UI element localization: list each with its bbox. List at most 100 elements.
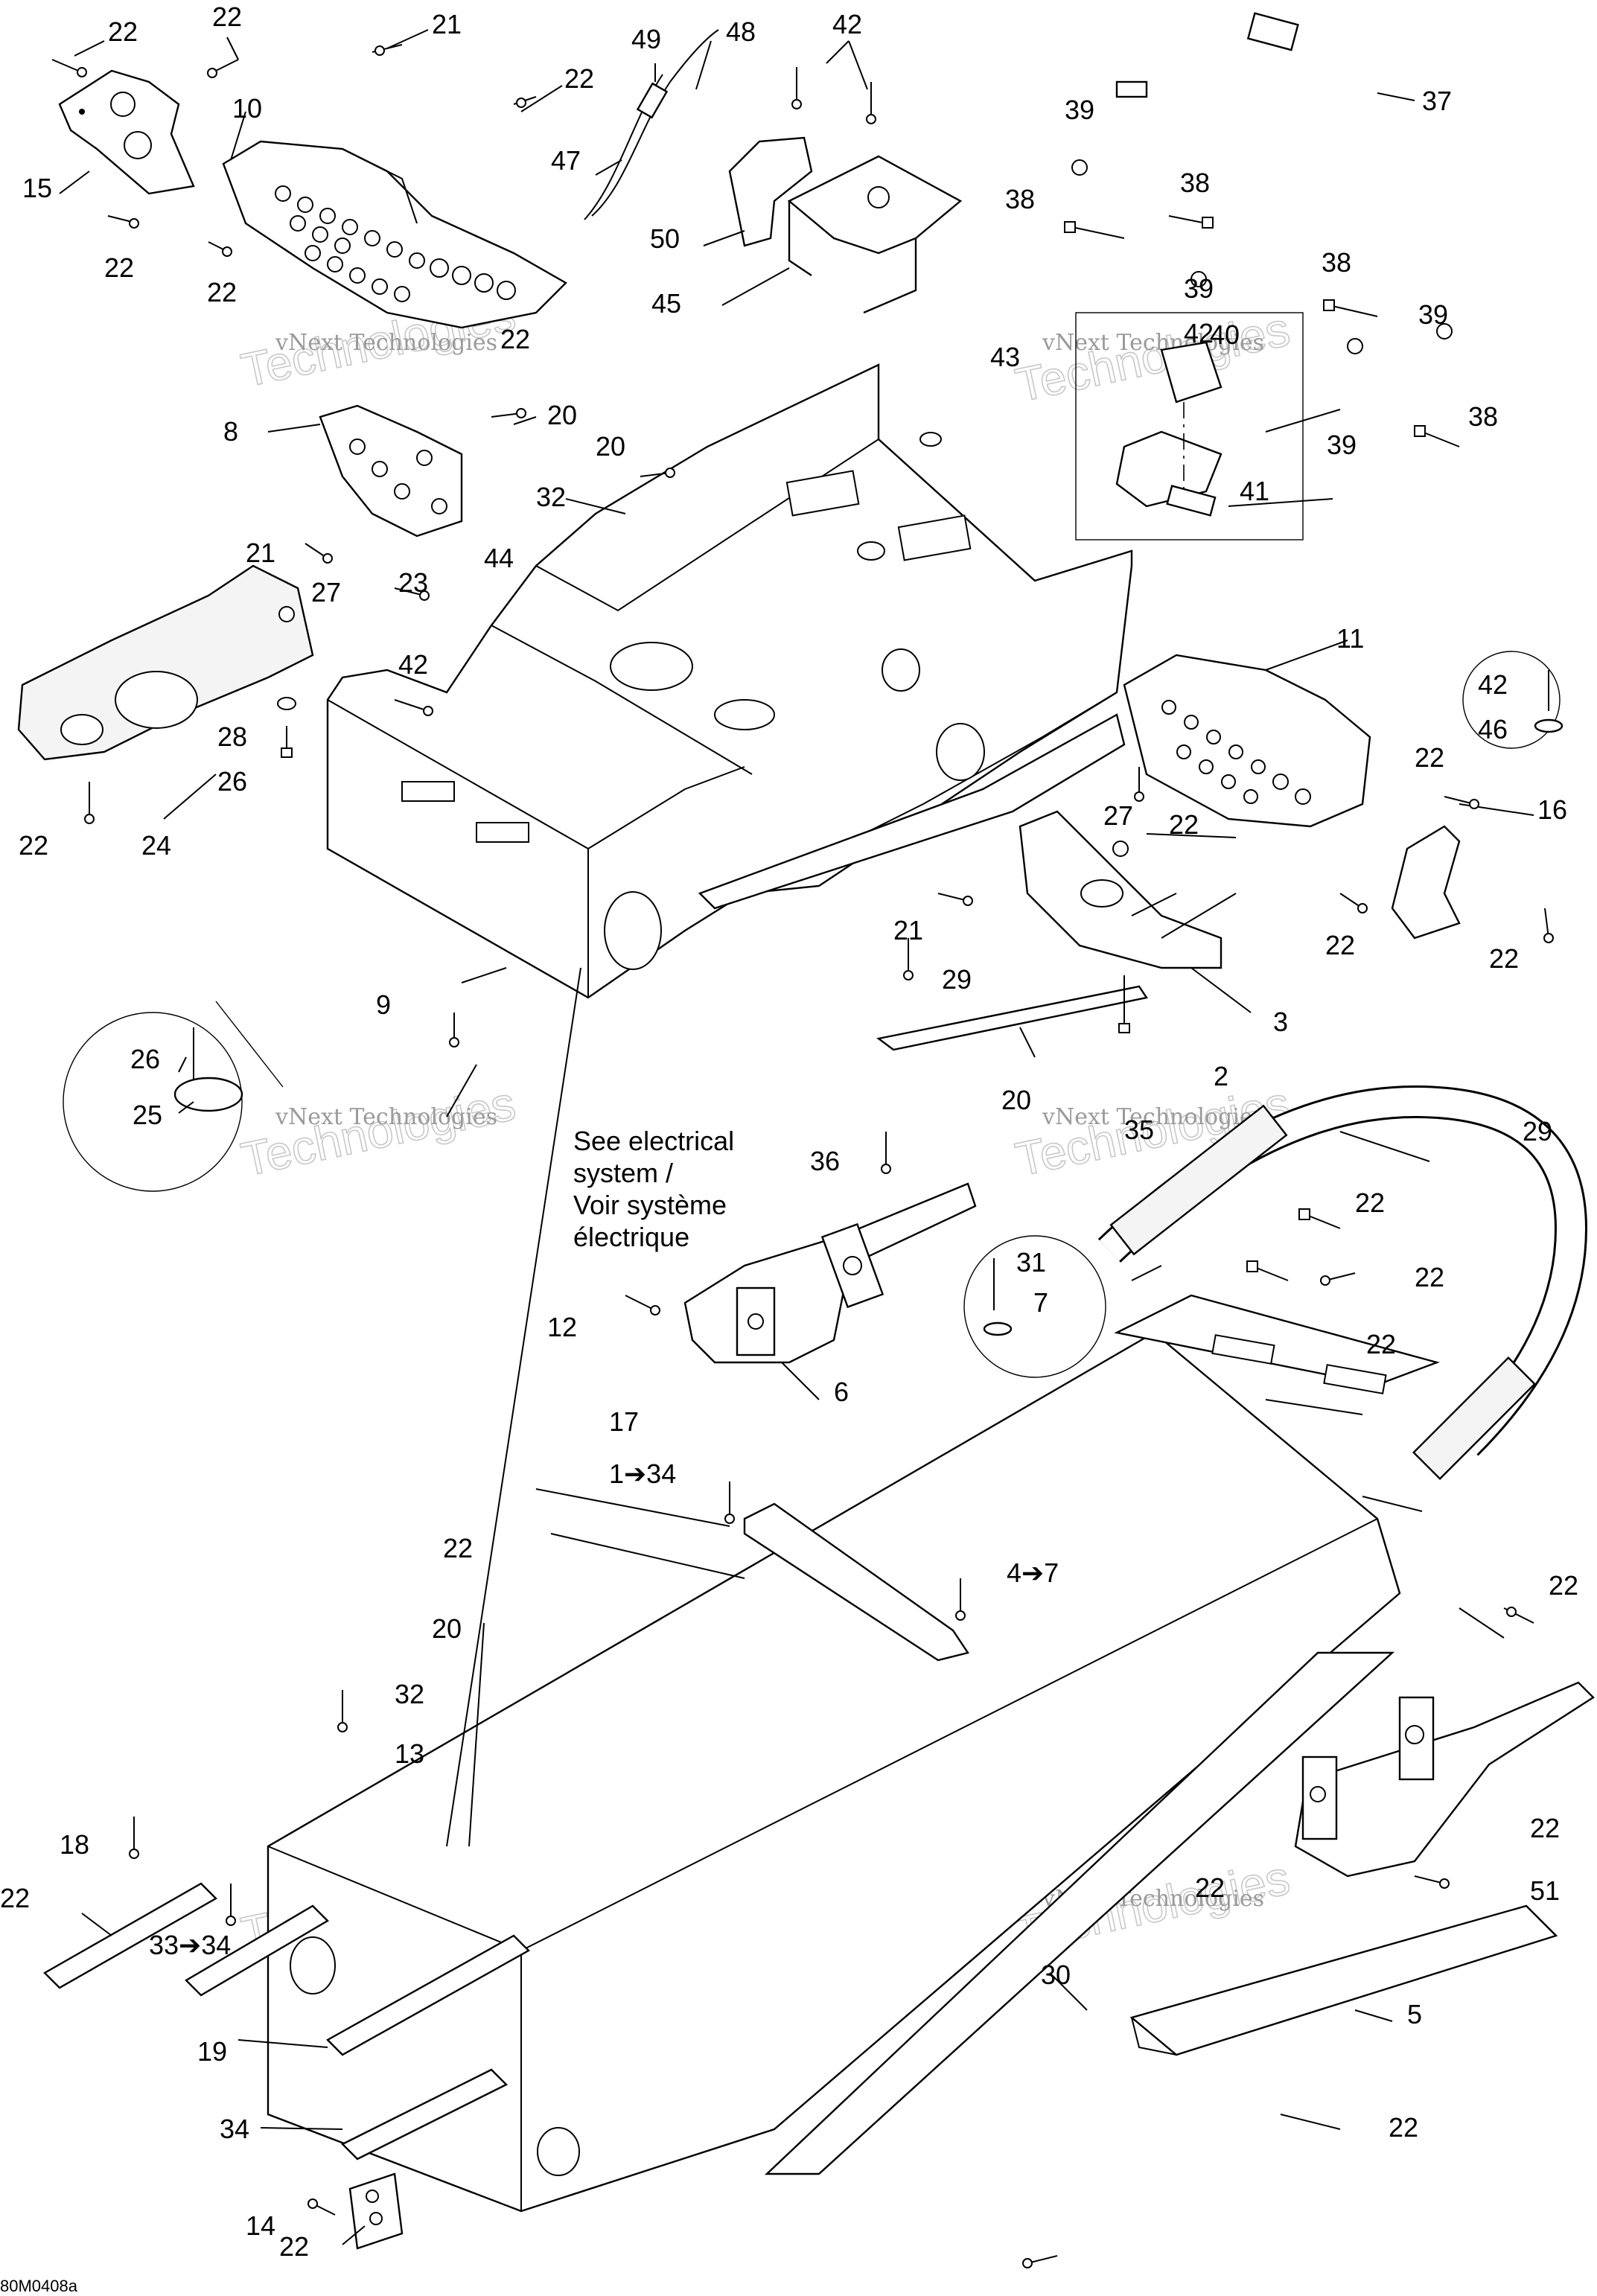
part-33-34-runner — [1129, 1904, 1558, 2056]
bolt-icon — [1414, 425, 1460, 447]
leader-lines — [59, 29, 1534, 2245]
callout-label: 42 — [1184, 318, 1214, 348]
callout-label: 30 — [1041, 1959, 1071, 1990]
note-line-4: électrique — [573, 1222, 689, 1252]
callout-label: 22 — [1169, 809, 1199, 840]
rivet-icon — [1543, 908, 1554, 943]
callout-label: 46 — [1478, 714, 1508, 744]
callout-label: 51 — [1530, 1875, 1560, 1906]
callout-label: 44 — [484, 543, 514, 573]
main-tunnel — [267, 1294, 1440, 2213]
nut-icon — [1071, 159, 1088, 176]
callout-label: 34 — [220, 2114, 249, 2144]
rivet-icon — [207, 59, 239, 78]
callout-label: 25 — [133, 1100, 162, 1130]
callout-label: 9 — [376, 989, 391, 1020]
callout-label: 22 — [1549, 1570, 1578, 1601]
rivet-icon — [449, 1013, 459, 1047]
inset-box-40-41-42 — [1075, 312, 1304, 540]
figure-code: 80M0408a — [0, 2277, 78, 2295]
part-16-bracket — [1391, 825, 1461, 940]
inset-circle-22-31 — [963, 1235, 1106, 1378]
callout-label: 22 — [279, 2231, 309, 2262]
callout-label: 6 — [834, 1377, 849, 1407]
part-9-support — [1019, 810, 1237, 969]
callout-label: 48 — [726, 16, 756, 47]
callout-label: 43 — [990, 342, 1020, 372]
callout-label: 38 — [1468, 401, 1498, 432]
callout-label: 22 — [19, 830, 48, 861]
callout-label: 38 — [1005, 184, 1035, 214]
rivet-icon — [107, 215, 139, 229]
rivet-icon — [791, 67, 802, 109]
callout-label: 50 — [650, 223, 680, 254]
rivet-icon — [513, 96, 537, 108]
callout-label: 22 — [443, 1533, 473, 1563]
rivet-icon — [1414, 1875, 1450, 1889]
callout-label: 38 — [1180, 168, 1210, 198]
callout-label: 39 — [1327, 430, 1357, 460]
callout-label: 27 — [311, 577, 341, 608]
callout-label: 32 — [395, 1679, 424, 1709]
callout-label: 39 — [1418, 299, 1448, 330]
part-11-footrest — [1123, 654, 1371, 828]
part-47-48-49-cable — [584, 29, 719, 220]
callout-label: 10 — [232, 93, 262, 124]
callout-label: 20 — [547, 400, 577, 430]
callout-label: 32 — [536, 482, 566, 512]
rivet-icon — [394, 587, 430, 601]
callout-label: 7 — [1033, 1287, 1048, 1318]
callout-label: 20 — [432, 1613, 462, 1644]
callout-label: 22 — [1325, 930, 1355, 960]
callout-label: 33➔34 — [149, 1930, 231, 1960]
watermark-small: vNext Technologies — [275, 330, 497, 356]
rivet-icon — [937, 893, 973, 906]
callout-label: 42 — [398, 649, 428, 680]
callout-label: 41 — [1240, 476, 1269, 506]
see-electrical-note: See electrical system / Voir système éle… — [573, 1126, 734, 1252]
callout-label: 22 — [1195, 1872, 1225, 1903]
nut-icon — [1347, 338, 1363, 354]
inset-circle-42-46 — [1462, 651, 1563, 749]
bolt-icon — [1168, 215, 1214, 229]
rivet-icon — [129, 1817, 139, 1859]
rivet-icon — [625, 1295, 660, 1316]
callout-label: 19 — [197, 2036, 227, 2067]
callout-label: 23 — [398, 567, 428, 598]
callout-label: 40 — [1210, 319, 1240, 350]
callout-label: 22 — [207, 277, 237, 307]
callout-label: 26 — [217, 766, 247, 797]
callout-label: 22 — [1355, 1187, 1385, 1218]
fasteners — [51, 44, 1554, 2268]
callout-label: 22 — [1415, 1262, 1444, 1292]
callout-label: 45 — [651, 288, 681, 319]
callout-label: 22 — [1489, 943, 1519, 974]
part-17-rail — [743, 1502, 969, 1662]
rivet-icon — [1339, 893, 1368, 913]
bolt-icon — [1323, 299, 1378, 317]
rivet-icon — [307, 2198, 336, 2216]
callout-label: 11 — [1336, 623, 1364, 654]
callout-label: 22 — [212, 1, 242, 32]
callout-label: 20 — [1001, 1085, 1031, 1115]
inset-circle-2-3 — [63, 1001, 284, 1192]
part-18-19-30-14-trim — [43, 1882, 530, 2250]
note-line-3: Voir système — [573, 1190, 727, 1220]
callout-label: 18 — [60, 1829, 89, 1860]
callout-label: 39 — [1065, 95, 1094, 125]
watermark-large: Technologies — [237, 1077, 520, 1187]
callout-label: 47 — [551, 145, 581, 176]
callout-label: 1➔34 — [609, 1458, 676, 1489]
part-12-bracket — [683, 1182, 977, 1364]
nut-icon — [1112, 841, 1129, 857]
callout-labels: 22 22 21 49 48 42 37 10 22 47 15 39 38 3… — [0, 1, 1578, 2262]
watermark-large: Technologies — [1011, 302, 1294, 412]
callout-label: 26 — [130, 1044, 160, 1074]
part-45-mount-bracket — [787, 155, 963, 314]
callout-label: 22 — [0, 1883, 30, 1913]
part-24-tunnel-guard — [17, 564, 314, 761]
callout-label: 36 — [810, 1146, 840, 1176]
washer-icon — [277, 697, 296, 710]
bolt-icon — [281, 726, 293, 758]
callout-label: 22 — [1530, 1813, 1560, 1843]
